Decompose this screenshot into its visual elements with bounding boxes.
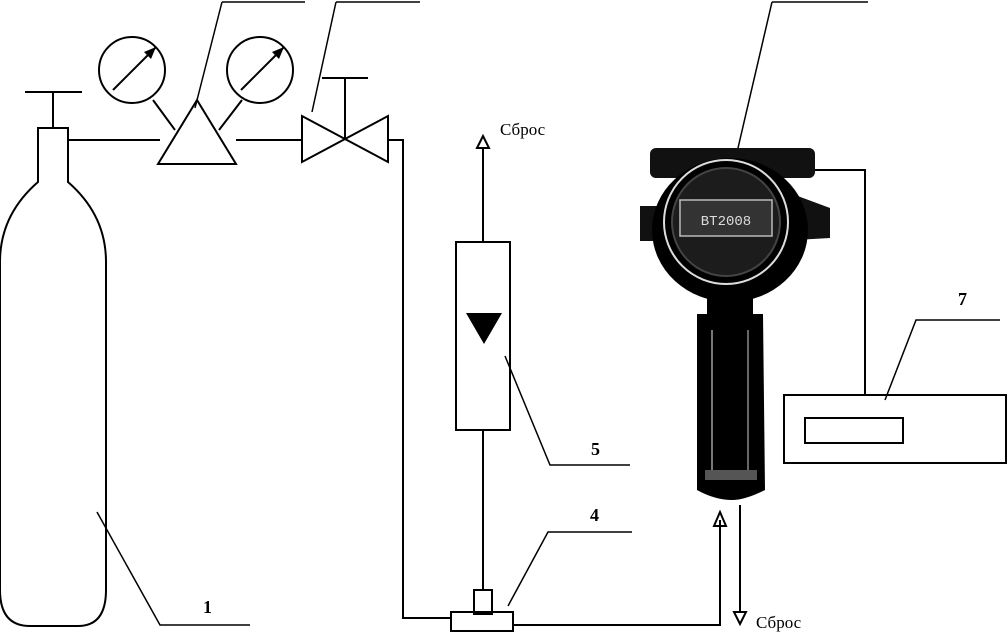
- rotameter: [455, 133, 511, 590]
- label-1: 1: [203, 597, 212, 617]
- tee-connector: [450, 589, 514, 632]
- pressure-gauge-left-icon: [98, 36, 166, 104]
- pressure-reducer: [98, 1, 305, 165]
- vent-arrow-top-icon: [475, 133, 491, 149]
- label-5: 5: [591, 439, 600, 459]
- shutoff-valve: [301, 1, 420, 164]
- gas-cylinder: [0, 91, 107, 627]
- detector-display: BT2008: [701, 214, 751, 230]
- cable-detector-instrument: [815, 169, 866, 395]
- pipe-valve-tee: [388, 139, 450, 619]
- vent-label-top: Сброс: [500, 120, 546, 139]
- vent-label-bottom: Сброс: [756, 613, 802, 632]
- pressure-gauge-right-icon: [226, 36, 294, 104]
- label-4: 4: [590, 505, 599, 525]
- label-7: 7: [958, 289, 967, 309]
- inlet-arrow-icon: [712, 509, 728, 527]
- vent-arrow-bottom-icon: [732, 611, 748, 627]
- indicator-instrument: [783, 319, 1007, 464]
- gas-detector: BT2008: [640, 1, 868, 500]
- pipe-tee-detector: [513, 520, 721, 626]
- float-icon: [466, 313, 502, 344]
